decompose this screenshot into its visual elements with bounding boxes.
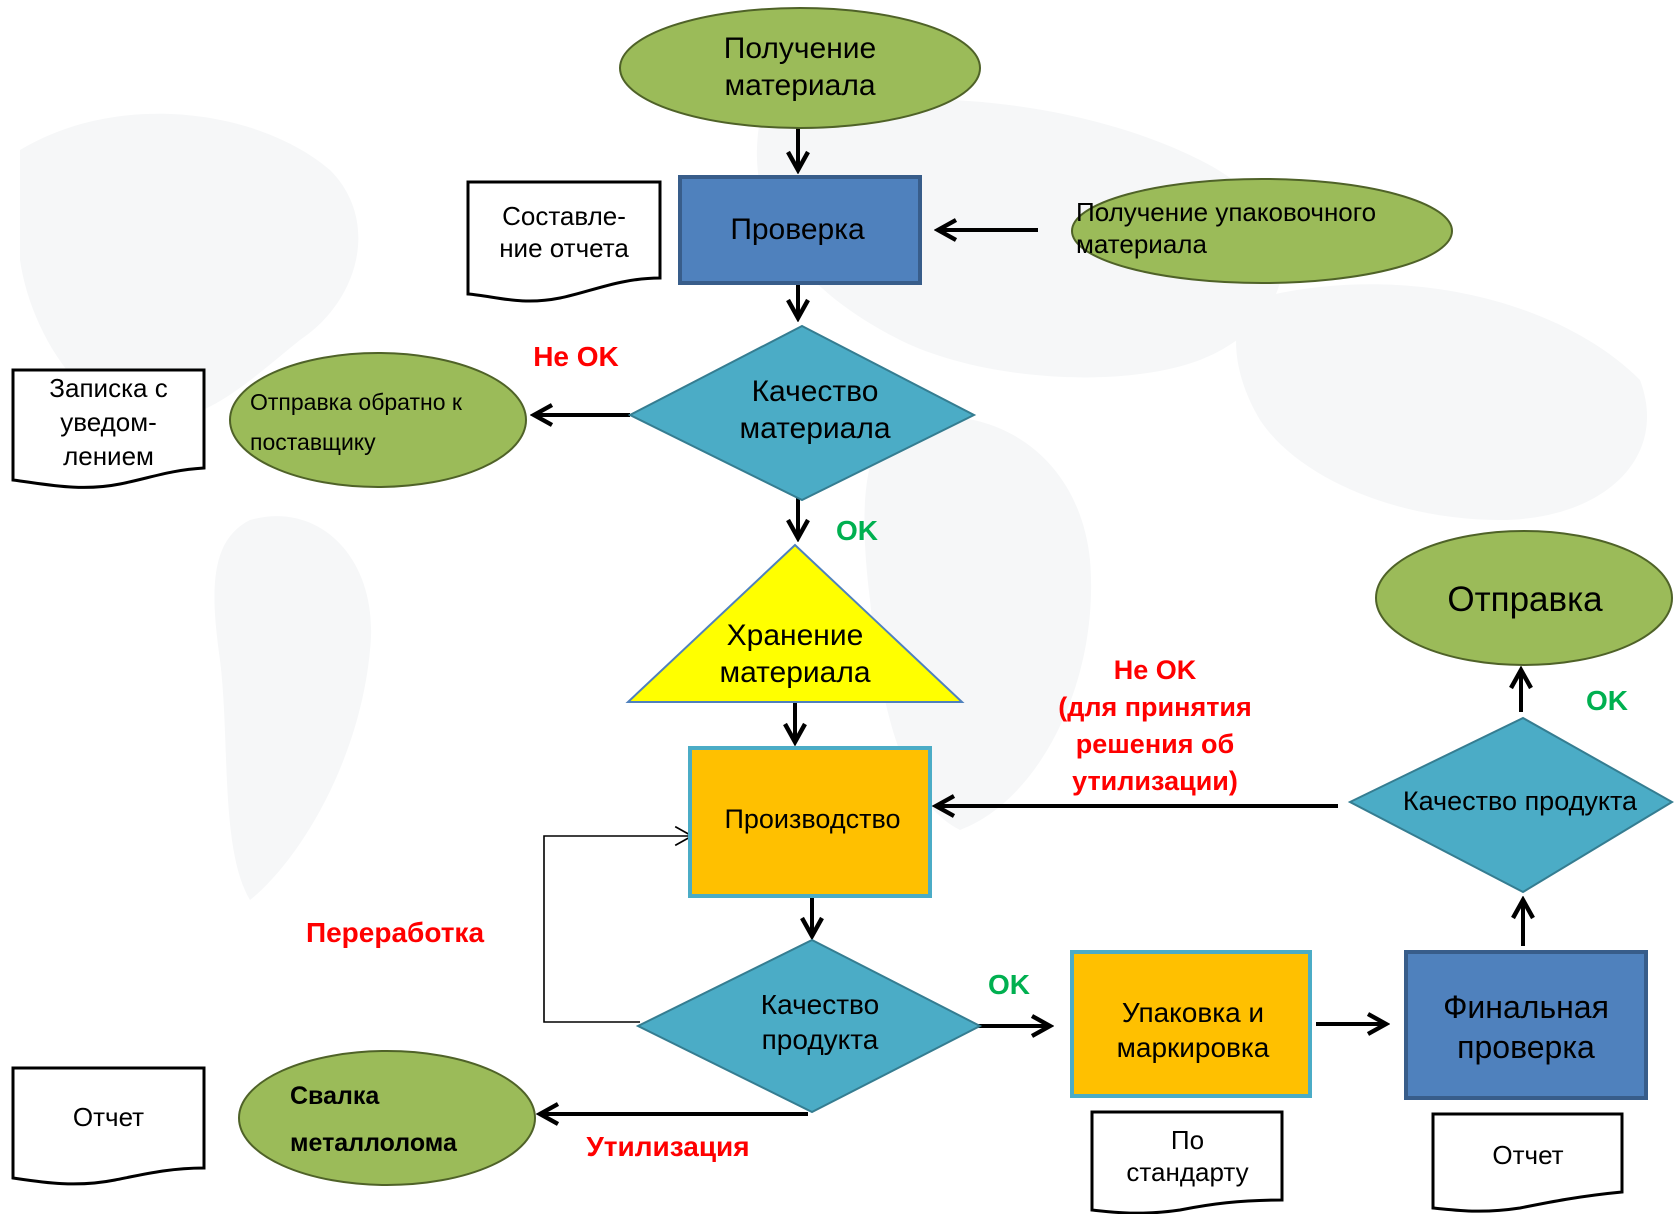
ok-final-label: OK <box>1586 684 1628 716</box>
scrap-report-document <box>11 1066 206 1186</box>
disposal-label: Утилизация <box>586 1130 750 1162</box>
final-inspection-box <box>1404 950 1648 1100</box>
production-box <box>688 746 932 898</box>
final-report-document-label: Отчет <box>1492 1139 1564 1170</box>
packaging-label: Упаковка и маркировка <box>1116 997 1270 1063</box>
not-ok-final-label: Не OK (для принятия решения об утилизаци… <box>1058 654 1252 797</box>
final-report-document <box>1431 1112 1624 1213</box>
ok-product-label: OK <box>988 968 1030 1000</box>
receive-packaging-ellipse <box>1071 178 1453 284</box>
receive-material-label: Получение материала <box>723 31 877 103</box>
scrap-label: Свалка металлолома <box>290 1081 457 1158</box>
shipping-label: Отправка <box>1447 580 1603 620</box>
material-quality-label: Качество материала <box>739 374 891 446</box>
product-quality-label: Качество продукта <box>760 989 880 1055</box>
arrow-rework-loop <box>543 825 694 1023</box>
storage-label: Хранение материала <box>719 618 871 690</box>
packaging-box <box>1070 950 1312 1098</box>
storage-triangle <box>625 543 965 703</box>
scrap-ellipse <box>238 1050 536 1186</box>
ok-material-label: OK <box>836 514 878 546</box>
production-label: Производство <box>724 804 901 835</box>
not-ok-material-label: Не OK <box>533 340 619 372</box>
notice-document <box>11 368 206 489</box>
inspection-label: Проверка <box>730 213 865 247</box>
final-quality-diamond <box>1347 716 1674 894</box>
report-document-label: Составле- ние отчета <box>499 200 629 264</box>
shipping-ellipse <box>1375 530 1673 666</box>
receive-material-ellipse <box>619 7 981 129</box>
final-quality-label: Качество продукта <box>1402 786 1638 817</box>
material-quality-diamond <box>627 324 977 502</box>
receive-packaging-label: Получение упаковочного материала <box>1076 196 1377 260</box>
report-document <box>466 180 662 303</box>
standard-document <box>1090 1110 1284 1214</box>
rework-label: Переработка <box>305 916 485 948</box>
product-quality-diamond <box>635 938 983 1114</box>
return-supplier-label: Отправка обратно к поставщику <box>250 388 462 455</box>
final-inspection-label: Финальная проверка <box>1443 989 1609 1065</box>
notice-document-label: Записка с уведом- лением <box>49 373 168 471</box>
inspection-box <box>678 175 922 285</box>
return-supplier-ellipse <box>229 352 527 488</box>
scrap-report-document-label: Отчет <box>72 1101 145 1132</box>
standard-document-label: По стандарту <box>1126 1124 1249 1188</box>
